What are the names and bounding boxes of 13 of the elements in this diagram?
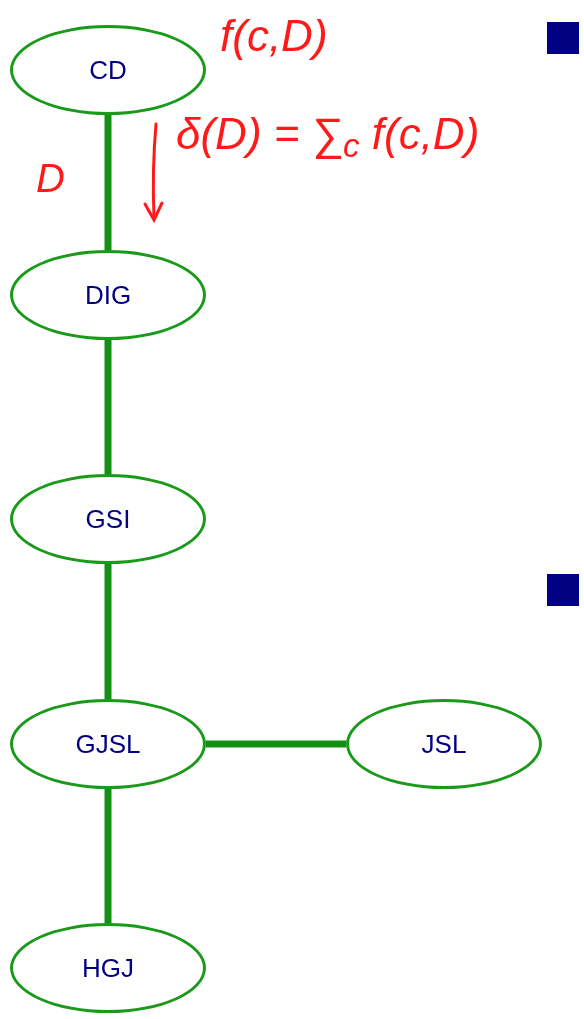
connector-line [104,564,112,699]
node-label: JSL [421,727,467,761]
handwritten-note: f(c,D) [220,14,328,58]
connector-line [104,789,112,923]
node-label: GJSL [75,727,141,761]
connector-line [104,115,112,250]
connector-line [104,340,112,474]
node-label: GSI [85,502,131,536]
node-label: CD [89,53,127,87]
handwritten-note: D [36,158,65,198]
node-label: HGJ [82,951,134,985]
connector-line [206,740,346,748]
node-label: DIG [84,278,132,312]
